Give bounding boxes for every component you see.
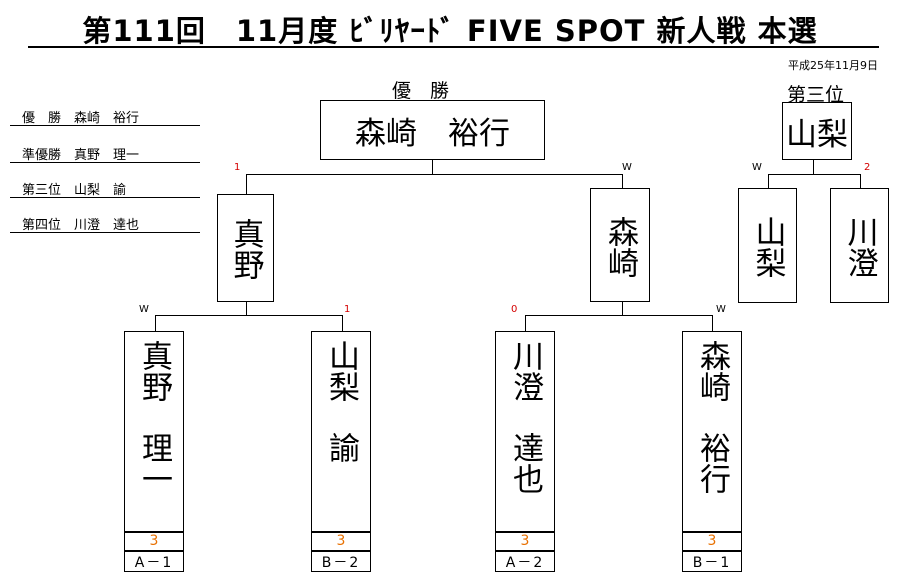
round1-mark: 1	[344, 304, 351, 315]
third-place-caption: 第三位	[787, 84, 845, 106]
player-given-name: 諭	[323, 432, 359, 463]
third-match-right-name: 川澄	[841, 216, 878, 278]
result-runner-up: 準優勝 真野 理一	[22, 148, 140, 163]
player-box-b1: 森崎 裕行	[682, 331, 742, 532]
score-cell: 3	[495, 532, 555, 551]
bracket-line	[155, 315, 343, 316]
third-place-name: 山梨	[786, 116, 848, 153]
result-fourth: 第四位 川澄 達也	[22, 218, 140, 233]
third-match-right-box: 川澄	[830, 188, 889, 303]
player-surname: 川澄	[507, 340, 543, 402]
champion-name: 森崎 裕行	[355, 115, 510, 152]
semifinal-right-name: 森崎	[602, 216, 638, 278]
bracket-line	[813, 160, 814, 174]
champion-caption: 優 勝	[392, 80, 450, 102]
bracket-line	[768, 174, 769, 188]
round1-mark: W	[139, 304, 149, 315]
bracket-line	[246, 302, 247, 315]
page-title: 第111回 11月度 ﾋﾞﾘﾔｰﾄﾞ FIVE SPOT 新人戦 本選	[82, 14, 818, 48]
champion-box: 森崎 裕行	[320, 100, 545, 160]
title-underline	[28, 46, 879, 48]
player-box-a2: 川澄 達也	[495, 331, 555, 532]
score-cell: 3	[682, 532, 742, 551]
third-match-left-box: 山梨	[738, 188, 797, 303]
bracket-line	[155, 315, 156, 331]
round1-mark: 0	[511, 304, 518, 315]
bracket-line	[342, 315, 343, 331]
event-date: 平成25年11月9日	[788, 59, 878, 72]
result-divider	[10, 125, 200, 126]
third-place-box: 山梨	[782, 102, 852, 160]
bracket-line	[622, 174, 623, 188]
semifinal-left-mark: 1	[234, 162, 241, 173]
bracket-line	[525, 315, 526, 331]
player-surname: 山梨	[323, 340, 359, 402]
seed-code: A－1	[124, 551, 184, 572]
result-third: 第三位 山梨 諭	[22, 183, 127, 198]
bracket-line	[712, 315, 713, 331]
bracket-line	[246, 174, 623, 175]
player-surname: 森崎	[694, 340, 730, 402]
third-match-right-mark: 2	[864, 162, 871, 173]
result-divider	[10, 197, 200, 198]
bracket-line	[525, 315, 713, 316]
player-given-name: 裕行	[694, 432, 730, 494]
result-divider	[10, 232, 200, 233]
player-surname: 真野	[136, 340, 172, 402]
result-divider	[10, 162, 200, 163]
bracket-line	[432, 160, 433, 174]
score-cell: 3	[311, 532, 371, 551]
round1-mark: W	[716, 304, 726, 315]
bracket-line	[246, 174, 247, 194]
player-given-name: 達也	[507, 432, 543, 494]
seed-code: A－2	[495, 551, 555, 572]
player-given-name: 理一	[136, 432, 172, 494]
semifinal-right-box: 森崎	[590, 188, 650, 302]
semifinal-left-box: 真野	[217, 194, 274, 302]
semifinal-right-mark: W	[622, 162, 632, 173]
third-match-left-name: 山梨	[749, 216, 786, 278]
seed-code: B－1	[682, 551, 742, 572]
bracket-line	[768, 174, 861, 175]
player-box-a1: 真野 理一	[124, 331, 184, 532]
result-champion: 優 勝 森崎 裕行	[22, 111, 140, 126]
bracket-line	[622, 302, 623, 315]
third-match-left-mark: W	[752, 162, 762, 173]
score-cell: 3	[124, 532, 184, 551]
semifinal-left-name: 真野	[227, 218, 264, 280]
player-box-b2: 山梨 諭	[311, 331, 371, 532]
seed-code: B－2	[311, 551, 371, 572]
bracket-line	[860, 174, 861, 188]
